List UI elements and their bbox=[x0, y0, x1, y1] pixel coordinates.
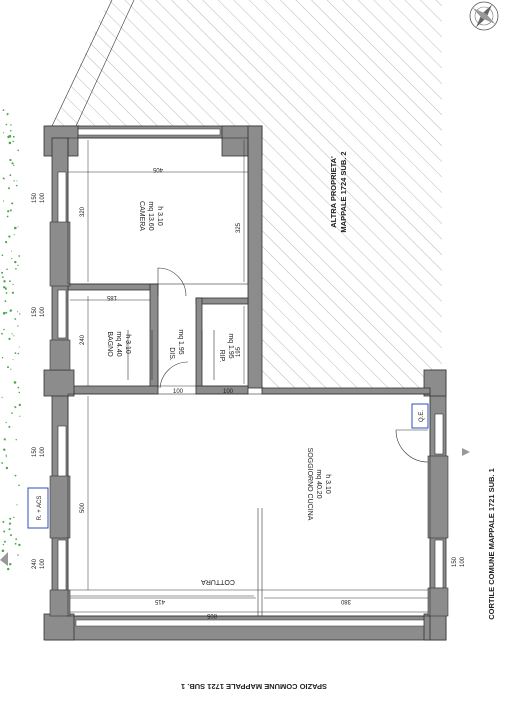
wall-camera-bagno bbox=[67, 283, 159, 291]
room-soggiorno-name: SOGGIORNO CUCINA bbox=[306, 448, 313, 521]
dim-500: 500 bbox=[80, 502, 86, 513]
dim-240: 240 bbox=[80, 334, 86, 345]
room-bagno-height: h 3.10 bbox=[124, 334, 131, 354]
label-altra-proprieta: ALTRA PROPRIETA' bbox=[329, 156, 338, 228]
window-5-width: 150 bbox=[452, 556, 458, 567]
window-2-sill: 100 bbox=[40, 306, 46, 317]
wall-bagno-bottom bbox=[67, 385, 159, 395]
dim-185: 185 bbox=[106, 294, 117, 300]
wall-bottom bbox=[45, 615, 447, 641]
vegetation-strip bbox=[1, 109, 21, 571]
door-dis bbox=[159, 361, 189, 389]
hatched-area-top bbox=[52, 0, 442, 388]
label-cottura: COTTURA bbox=[201, 578, 235, 585]
dimension-lines bbox=[68, 140, 428, 613]
window-3-width: 150 bbox=[32, 446, 38, 457]
wall-mid-horizontal bbox=[261, 387, 431, 395]
label-mappale-1724: MAPPALE 1724 SUB. 2 bbox=[339, 151, 348, 232]
room-rip-area: mq 1.95 bbox=[227, 333, 234, 358]
section-arrow-left bbox=[0, 552, 8, 566]
dim-325: 325 bbox=[236, 222, 242, 233]
dim-805: 805 bbox=[206, 612, 217, 618]
window-1-width: 150 bbox=[32, 192, 38, 203]
window-5-sill: 100 bbox=[460, 556, 466, 567]
window-4-sill: 100 bbox=[40, 558, 46, 569]
pillar-bottom-left bbox=[43, 613, 75, 641]
room-rip-name: RIP. bbox=[218, 350, 225, 363]
dim-320: 320 bbox=[80, 206, 86, 217]
room-camera-area: mq 13.60 bbox=[147, 201, 154, 230]
room-soggiorno-area: mq 40.20 bbox=[315, 469, 322, 498]
window-3-sill: 100 bbox=[40, 446, 46, 457]
compass-rose-icon bbox=[469, 1, 499, 31]
dim-100-dis: 100 bbox=[173, 389, 184, 395]
wall-dis-rip bbox=[195, 297, 203, 389]
room-bagno-area: mq 4.40 bbox=[115, 331, 122, 356]
dim-415: 415 bbox=[154, 598, 165, 604]
room-dis-area: mq 1.95 bbox=[177, 329, 184, 354]
dim-380: 380 bbox=[340, 598, 351, 604]
wall-bagno-dis bbox=[149, 283, 159, 389]
label-cortile-comune: CORTILE COMUNE MAPPALE 1721 SUB. 1 bbox=[487, 468, 496, 620]
dim-405: 405 bbox=[152, 166, 163, 172]
window-4-width: 240 bbox=[32, 558, 38, 569]
room-bagno-name: BAGNO bbox=[106, 331, 113, 357]
room-camera-height: h 3.10 bbox=[156, 206, 163, 226]
dim-100-rip: 100 bbox=[223, 389, 234, 395]
label-qe: Q.E. bbox=[419, 410, 425, 422]
door-camera bbox=[157, 267, 187, 297]
pillar-mid-left bbox=[43, 369, 75, 397]
label-r-acs: R. + ACS bbox=[37, 496, 43, 521]
room-soggiorno-height: h 3.10 bbox=[324, 474, 331, 494]
qe-box bbox=[411, 403, 429, 429]
door-entrance bbox=[395, 429, 429, 463]
wall-camera-bagno-right bbox=[195, 297, 249, 305]
dim-195: 195 bbox=[236, 346, 242, 357]
section-arrow-right bbox=[462, 448, 470, 456]
window-1-sill: 100 bbox=[40, 192, 46, 203]
wall-right-upper bbox=[247, 125, 263, 389]
room-dis-name: DIS. bbox=[168, 347, 175, 361]
room-camera-name: CAMERA bbox=[138, 201, 145, 231]
window-2-width: 150 bbox=[32, 306, 38, 317]
r-acs-box bbox=[27, 487, 49, 529]
label-spazio-comune: SPAZIO COMUNE MAPPALE 1721 SUB. 1 bbox=[181, 682, 327, 691]
